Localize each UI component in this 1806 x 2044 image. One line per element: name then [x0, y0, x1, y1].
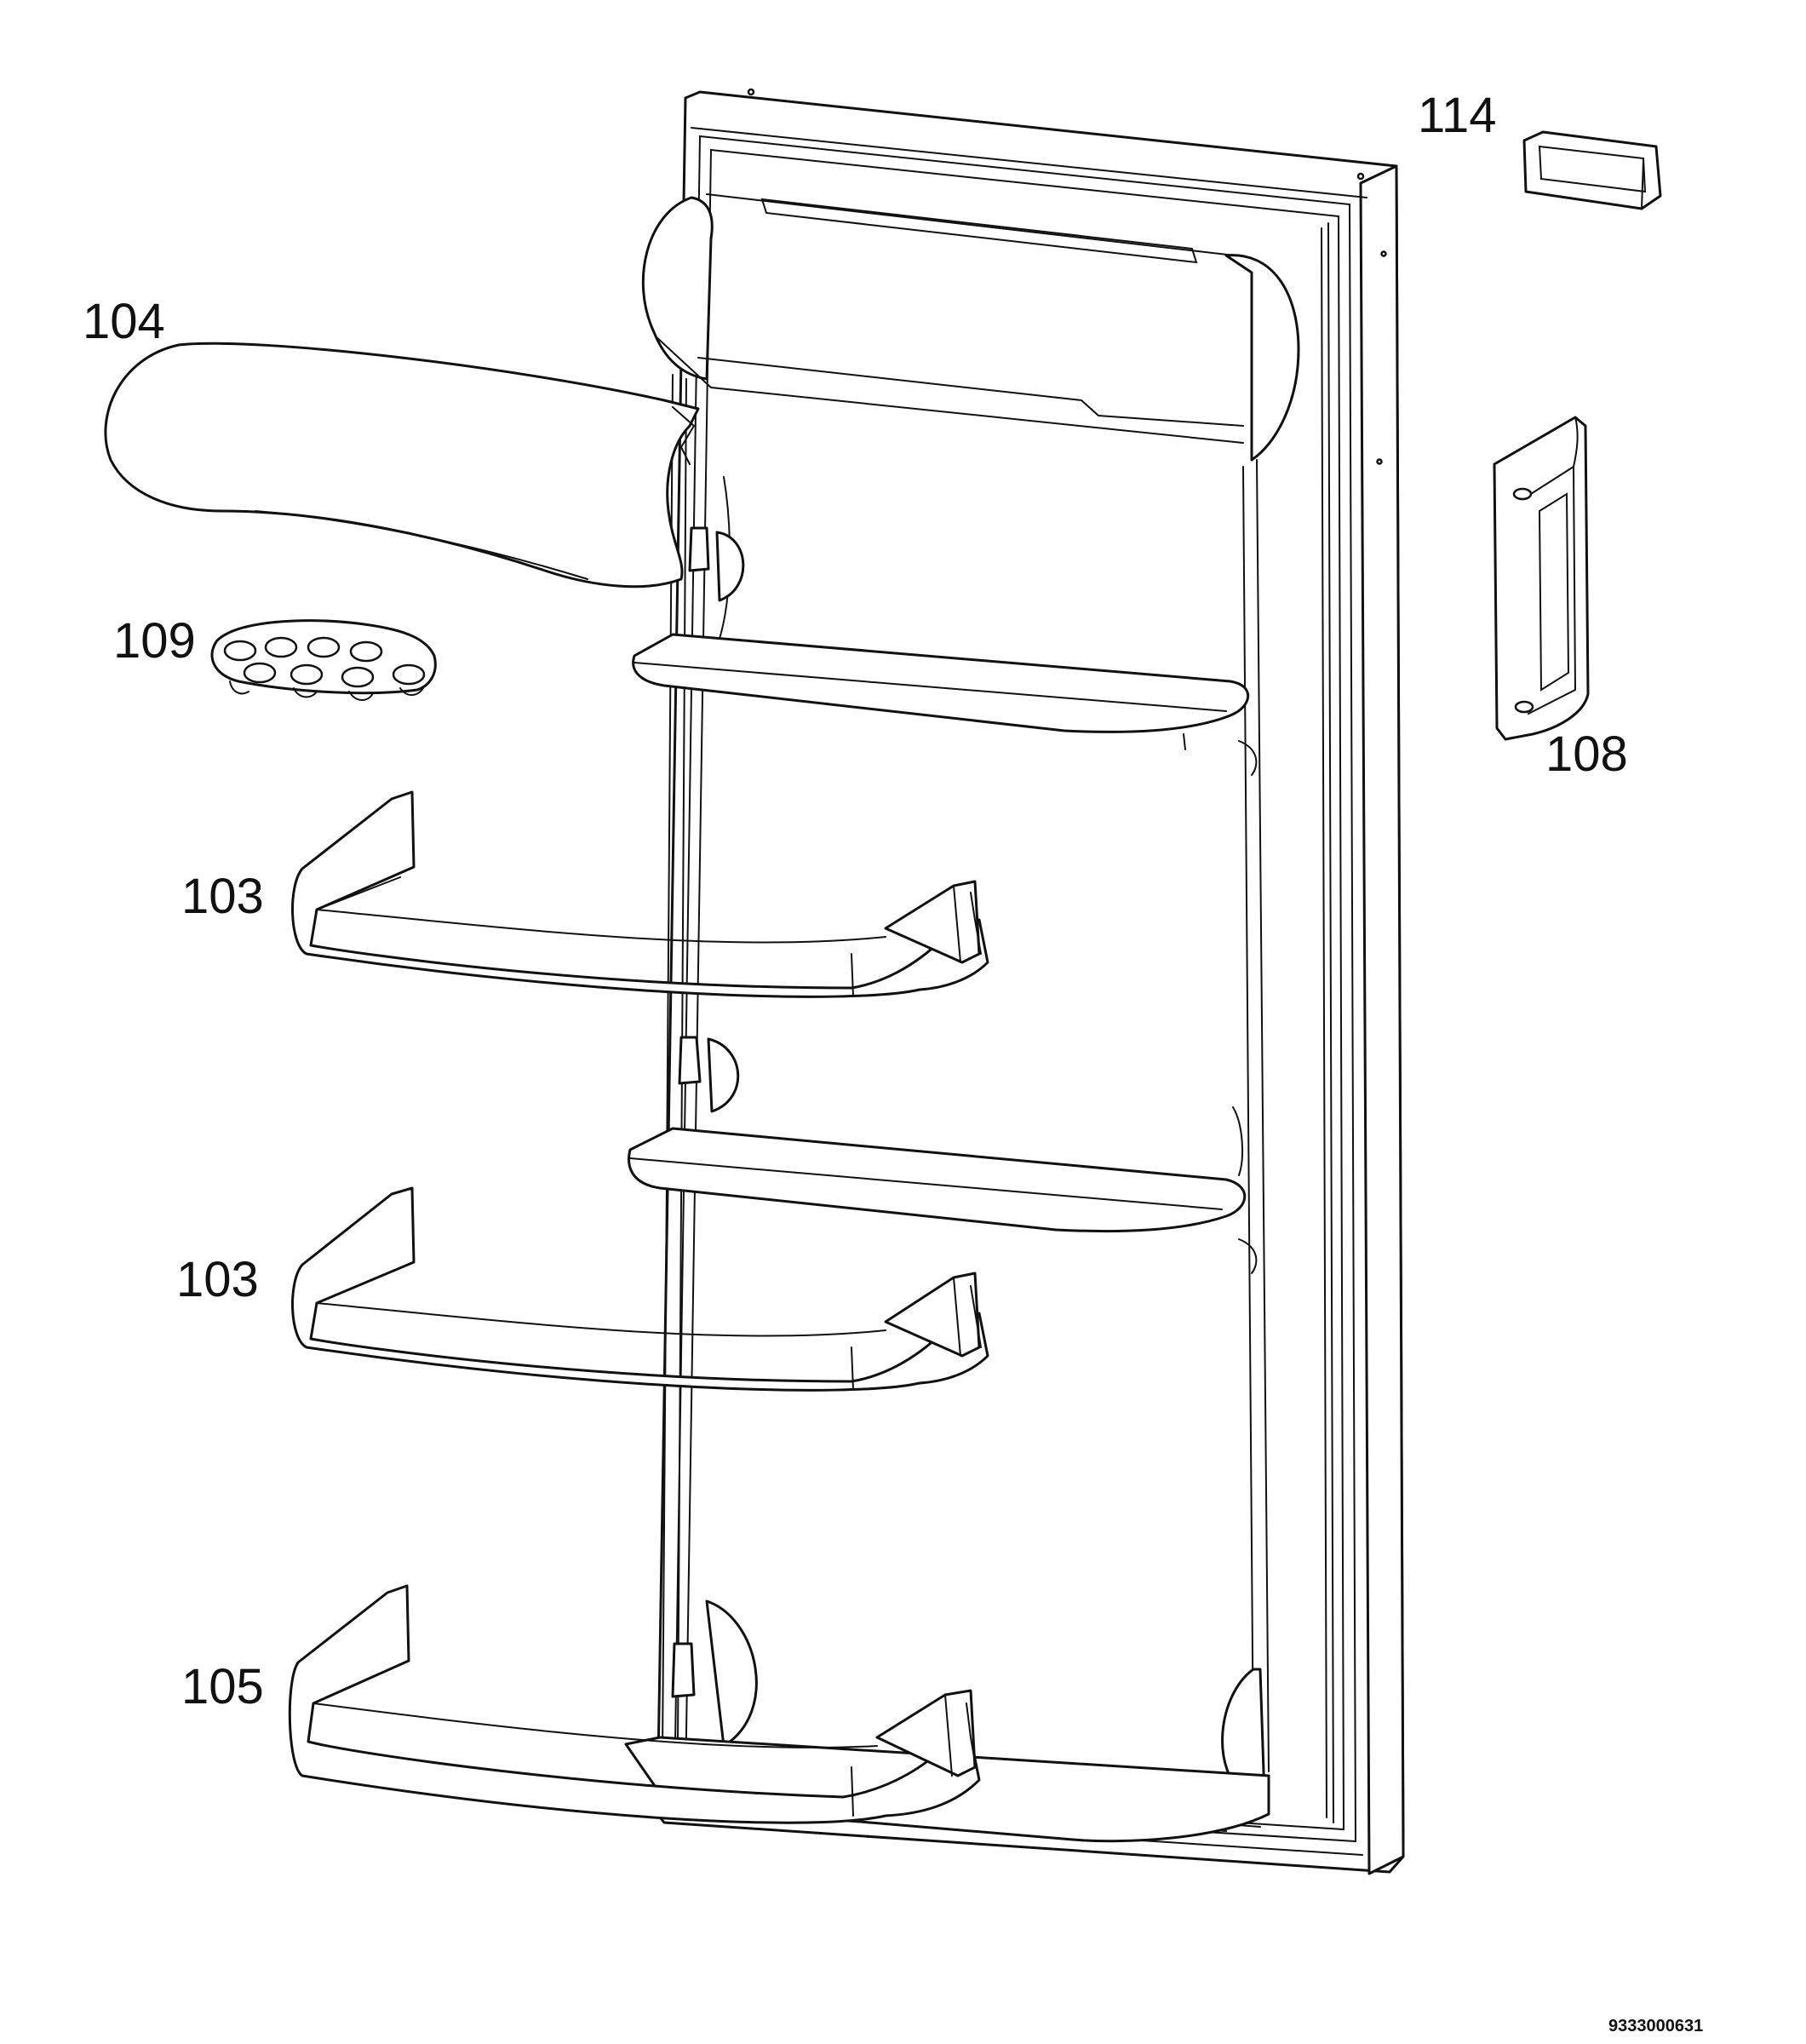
part-105-door-bin-bottom — [288, 1584, 981, 1824]
part-104-cover — [104, 342, 700, 589]
door-frame — [656, 88, 1405, 1875]
part-108-bracket — [1493, 416, 1590, 741]
part-114-cover — [1522, 130, 1662, 210]
callout-104: 104 — [83, 294, 165, 349]
callout-114: 114 — [1418, 88, 1496, 143]
callout-103-lower: 103 — [176, 1252, 259, 1307]
part-103-door-bin-lower — [291, 1186, 989, 1392]
fixed-shelf-middle — [628, 1106, 1258, 1274]
callout-109: 109 — [113, 613, 196, 669]
part-103-door-bin-upper — [291, 790, 989, 998]
callout-103-upper: 103 — [181, 869, 264, 924]
callout-108: 108 — [1545, 726, 1628, 782]
callout-105: 105 — [181, 1659, 264, 1714]
part-109-egg-tray — [210, 619, 437, 701]
drawing-code: 9333000631 — [1608, 2017, 1703, 2035]
fixed-shelf-upper — [632, 633, 1258, 776]
